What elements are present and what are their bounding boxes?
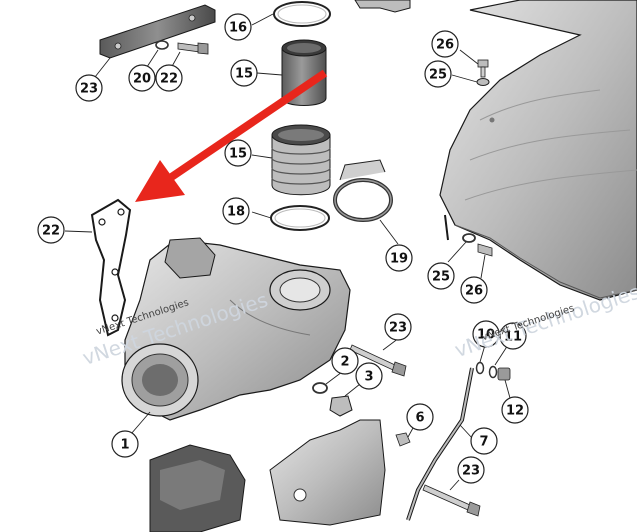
svg-text:23: 23 xyxy=(80,82,98,97)
bellows-14 xyxy=(271,124,331,196)
bracket-top xyxy=(354,0,411,13)
bolt-19 xyxy=(177,42,209,55)
svg-text:10: 10 xyxy=(477,328,495,343)
callout-c18: 20 xyxy=(128,64,156,92)
callout-c25a: 25 xyxy=(424,60,452,88)
bolt-23-upper xyxy=(349,344,407,377)
callout-c13: 15 xyxy=(230,59,258,87)
callout-c23a: 23 xyxy=(384,313,412,341)
bolt-23-lower xyxy=(422,484,481,517)
svg-text:26: 26 xyxy=(465,284,483,299)
o-ring-2 xyxy=(312,382,328,394)
callout-c22: 22 xyxy=(37,216,65,244)
svg-text:23: 23 xyxy=(389,321,407,336)
svg-text:25: 25 xyxy=(432,270,450,285)
svg-text:18: 18 xyxy=(227,205,245,220)
banjo-bolt-12 xyxy=(497,367,511,381)
nut-6 xyxy=(395,432,411,447)
bolt-26-upper xyxy=(477,59,489,78)
washer-11 xyxy=(488,365,498,379)
svg-text:3: 3 xyxy=(364,370,373,385)
svg-text:19: 19 xyxy=(390,252,408,267)
callout-c20: 23 xyxy=(75,74,103,102)
callout-c11: 11 xyxy=(499,322,527,350)
callout-c26a: 26 xyxy=(431,30,459,58)
svg-text:1: 1 xyxy=(120,438,129,453)
turbocharger-1 xyxy=(121,237,351,421)
exhaust-manifold xyxy=(439,0,637,301)
callout-c23b: 23 xyxy=(457,456,485,484)
leader-lines xyxy=(64,13,511,491)
svg-text:23: 23 xyxy=(462,464,480,479)
svg-text:2: 2 xyxy=(340,355,349,370)
gasket-15-lower xyxy=(270,205,330,231)
svg-text:20: 20 xyxy=(133,72,151,87)
svg-text:22: 22 xyxy=(160,72,178,87)
svg-text:15: 15 xyxy=(235,67,253,82)
turbo-support-bracket xyxy=(269,419,386,526)
callout-c16: 19 xyxy=(385,244,413,272)
callout-c3: 3 xyxy=(355,362,383,390)
bolt-26-lower xyxy=(477,243,493,257)
callout-c25b: 25 xyxy=(427,262,455,290)
svg-text:11: 11 xyxy=(504,330,522,345)
callout-c12: 12 xyxy=(501,396,529,424)
svg-text:7: 7 xyxy=(479,435,488,450)
washer-25-lower xyxy=(462,233,476,243)
svg-text:22: 22 xyxy=(42,224,60,239)
red-pointer-arrow xyxy=(135,69,328,202)
callout-c6: 6 xyxy=(406,403,434,431)
washer-18 xyxy=(155,40,169,50)
callout-c26b: 26 xyxy=(460,276,488,304)
callout-c15a: 16 xyxy=(224,13,252,41)
oil-line-7 xyxy=(406,367,474,521)
svg-text:25: 25 xyxy=(429,68,447,83)
callout-c15b: 18 xyxy=(222,197,250,225)
callout-c10: 10 xyxy=(472,320,500,348)
wastegate-actuator xyxy=(149,444,246,532)
washer-10 xyxy=(475,361,485,375)
washer-25-upper xyxy=(476,78,490,86)
callout-c14: 15 xyxy=(224,139,252,167)
svg-text:15: 15 xyxy=(229,147,247,162)
svg-text:6: 6 xyxy=(415,411,424,426)
gasket-15-top xyxy=(273,1,331,27)
turbo-inlet-gasket-22 xyxy=(90,198,132,337)
callout-c7: 7 xyxy=(470,427,498,455)
svg-text:16: 16 xyxy=(229,21,247,36)
vband-clamp-16 xyxy=(333,159,393,222)
callout-c2: 2 xyxy=(331,347,359,375)
svg-text:12: 12 xyxy=(506,404,524,419)
svg-text:26: 26 xyxy=(436,38,454,53)
heat-shield-bar xyxy=(99,4,216,59)
banjo-fitting-3 xyxy=(329,395,353,417)
callout-c19: 22 xyxy=(155,64,183,92)
callout-c1: 1 xyxy=(111,430,139,458)
